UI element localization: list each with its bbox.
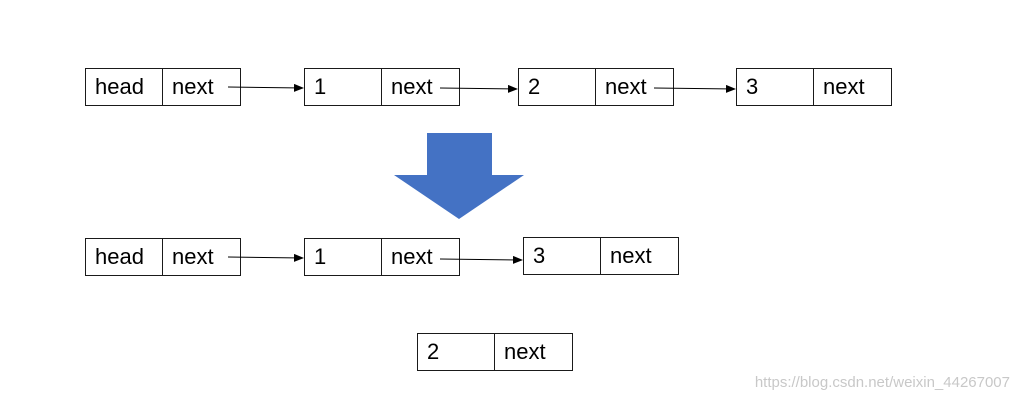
node-next: next — [605, 74, 647, 99]
watermark: https://blog.csdn.net/weixin_44267007 — [754, 374, 1010, 391]
before-node-2: 2 next — [518, 68, 674, 106]
node-next: next — [610, 243, 652, 268]
node-value: head — [86, 239, 163, 275]
before-node-3: 3 next — [736, 68, 892, 106]
removed-node-2: 2 next — [417, 333, 573, 371]
node-value: 2 — [418, 334, 495, 370]
node-next: next — [172, 244, 214, 269]
pointer-arrow — [653, 84, 736, 93]
node-next: next — [504, 339, 546, 364]
pointer-arrow — [227, 253, 304, 262]
before-node-1: 1 next — [304, 68, 460, 106]
pointer-arrow — [439, 255, 523, 264]
after-node-1: 1 next — [304, 238, 460, 276]
pointer-arrow — [227, 83, 304, 92]
node-value: 2 — [519, 69, 596, 105]
node-value: 1 — [305, 239, 382, 275]
node-next: next — [391, 74, 433, 99]
node-value: head — [86, 69, 163, 105]
after-node-head: head next — [85, 238, 241, 276]
node-next: next — [172, 74, 214, 99]
node-value: 3 — [524, 238, 601, 274]
node-next: next — [391, 244, 433, 269]
node-value: 3 — [737, 69, 814, 105]
node-next: next — [823, 74, 865, 99]
pointer-arrow — [439, 84, 518, 93]
node-value: 1 — [305, 69, 382, 105]
after-node-3: 3 next — [523, 237, 679, 275]
before-node-head: head next — [85, 68, 241, 106]
down-arrow-icon — [394, 133, 524, 219]
